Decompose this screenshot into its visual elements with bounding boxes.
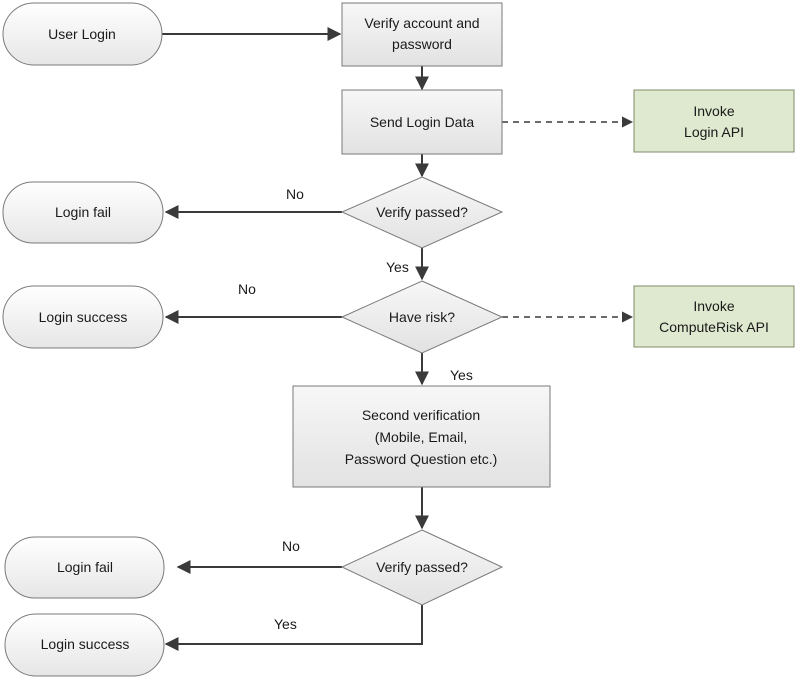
edge-label-yes-2: Yes xyxy=(450,367,473,383)
node-verify-account-line-1: Verify account and xyxy=(364,15,479,31)
node-invoke-login-api-line-1: Invoke xyxy=(693,103,734,119)
node-login-fail-2: Login fail xyxy=(4,536,165,599)
node-login-success-2-label: Login success xyxy=(41,636,130,652)
edge-label-no-3: No xyxy=(282,538,300,554)
edges xyxy=(162,27,634,651)
node-verify-passed-1: Verify passed? xyxy=(340,176,504,249)
node-login-fail-1: Login fail xyxy=(2,181,164,244)
node-login-success-1-label: Login success xyxy=(39,309,128,325)
node-invoke-computerisk-api-line-2: ComputeRisk API xyxy=(659,319,769,335)
node-send-login-data-label: Send Login Data xyxy=(370,114,475,130)
edge-label-no-1: No xyxy=(286,186,304,202)
node-verify-passed-2: Verify passed? xyxy=(340,529,504,606)
node-verify-passed-1-label: Verify passed? xyxy=(376,204,468,220)
node-verify-account-line-2: password xyxy=(392,36,452,52)
node-invoke-computerisk-api: Invoke ComputeRisk API xyxy=(633,285,795,348)
node-invoke-computerisk-api-line-1: Invoke xyxy=(693,298,734,314)
node-user-login: User Login xyxy=(2,2,163,66)
node-verify-account: Verify account and password xyxy=(341,2,503,67)
node-user-login-label: User Login xyxy=(48,26,116,42)
node-login-fail-1-label: Login fail xyxy=(55,204,111,220)
edge-verifypassed2-loginsuccess2 xyxy=(164,605,423,651)
node-have-risk: Have risk? xyxy=(340,280,504,354)
node-invoke-login-api-line-2: Login API xyxy=(684,124,744,140)
node-login-fail-2-label: Login fail xyxy=(57,559,113,575)
edge-labels: No Yes No Yes No Yes xyxy=(238,186,473,632)
node-second-verification-line-2: (Mobile, Email, xyxy=(375,429,468,445)
node-send-login-data: Send Login Data xyxy=(341,89,503,155)
edge-label-yes-3: Yes xyxy=(274,616,297,632)
node-verify-passed-2-label: Verify passed? xyxy=(376,559,468,575)
node-second-verification: Second verification (Mobile, Email, Pass… xyxy=(292,385,551,488)
edge-label-no-2: No xyxy=(238,281,256,297)
node-second-verification-line-1: Second verification xyxy=(362,407,480,423)
node-login-success-1: Login success xyxy=(2,285,164,349)
node-invoke-login-api: Invoke Login API xyxy=(633,89,795,153)
node-second-verification-line-3: Password Question etc.) xyxy=(345,451,498,467)
node-have-risk-label: Have risk? xyxy=(389,309,455,325)
node-login-success-2: Login success xyxy=(4,613,165,677)
edge-label-yes-1: Yes xyxy=(386,259,409,275)
